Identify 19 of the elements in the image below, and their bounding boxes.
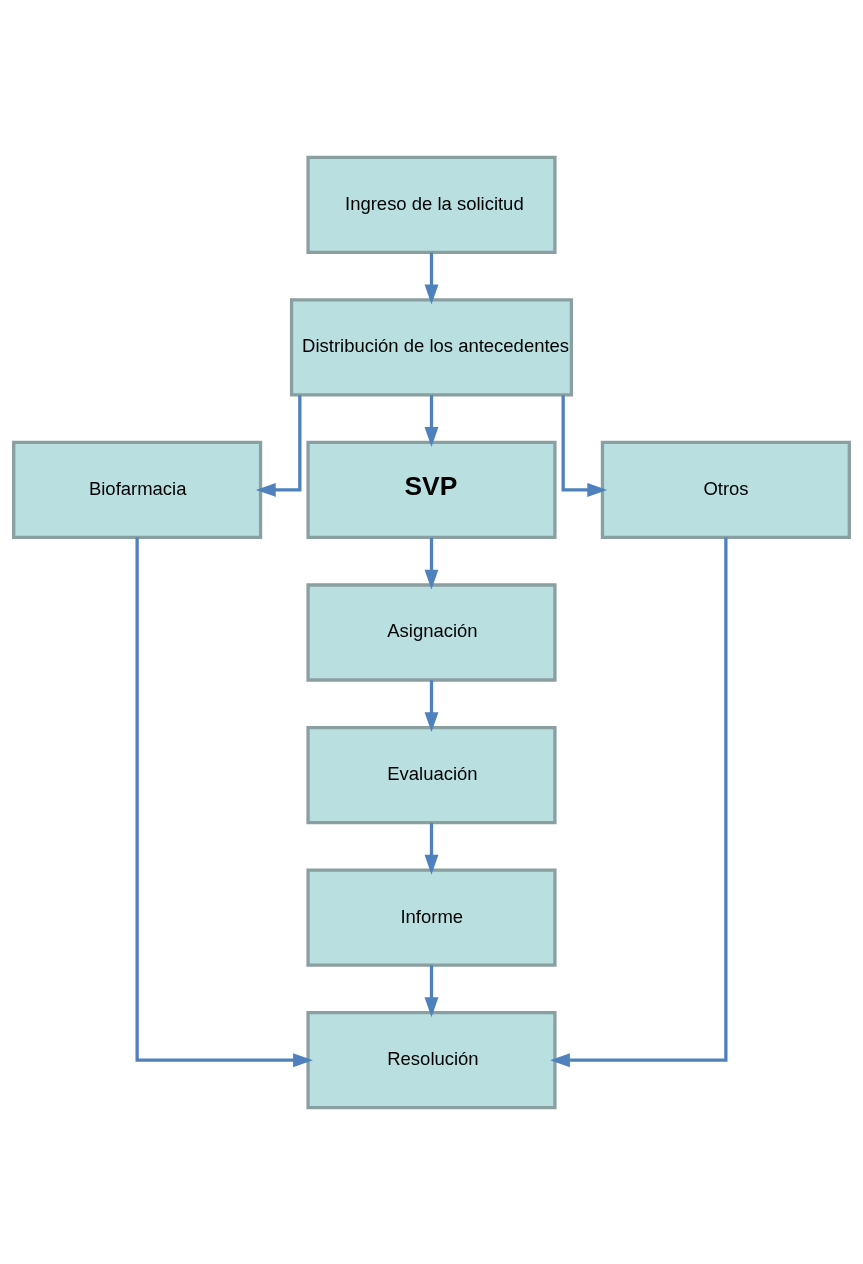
arrow bbox=[424, 252, 439, 304]
node-box: Otros bbox=[600, 440, 851, 539]
arrow bbox=[424, 537, 439, 589]
arrow bbox=[424, 822, 439, 875]
node-box: Asignación bbox=[306, 582, 557, 682]
node-box: SVP bbox=[306, 440, 557, 539]
arrow bbox=[561, 394, 608, 497]
arrow bbox=[550, 537, 728, 1067]
node-box: Biofarmacia bbox=[12, 440, 263, 539]
node-box: Evaluación bbox=[306, 725, 557, 824]
arrow bbox=[424, 394, 439, 447]
node-box: Resolución bbox=[306, 1010, 557, 1109]
arrow bbox=[255, 394, 302, 497]
node-box: Informe bbox=[306, 867, 557, 967]
arrow bbox=[424, 679, 439, 732]
node-box: Ingreso de la solicitud bbox=[306, 155, 557, 254]
arrow bbox=[135, 537, 313, 1067]
arrow bbox=[424, 965, 439, 1017]
node-box: Distribución de los antecedentes bbox=[289, 297, 574, 397]
